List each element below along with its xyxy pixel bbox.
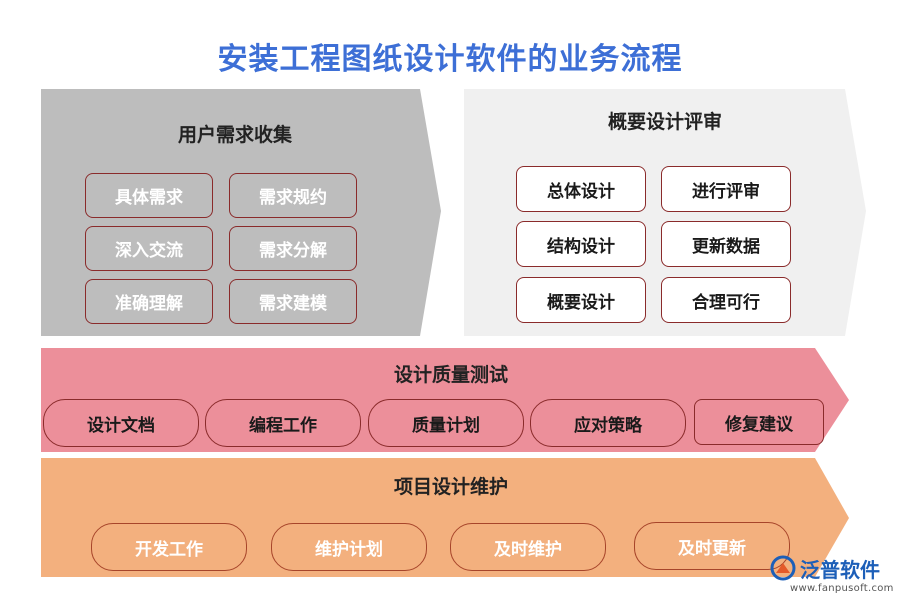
brand-url: www.fanpusoft.com [790, 583, 894, 594]
quality-item: 编程工作 [205, 399, 361, 447]
brand-logo: 泛普软件 [770, 553, 880, 583]
review-item: 进行评审 [661, 166, 791, 212]
quality-item: 设计文档 [43, 399, 199, 447]
review-label: 概要设计评审 [607, 111, 722, 133]
requirement-item: 需求建模 [229, 279, 357, 324]
quality-item: 应对策略 [530, 399, 686, 447]
maintenance-item: 及时更新 [634, 522, 790, 570]
brand-icon [770, 555, 796, 581]
requirement-item: 具体需求 [85, 173, 213, 218]
requirements-label: 用户需求收集 [177, 124, 292, 146]
maintenance-item: 开发工作 [91, 523, 247, 571]
quality-item: 质量计划 [368, 399, 524, 447]
requirement-item: 准确理解 [85, 279, 213, 324]
page-title: 安装工程图纸设计软件的业务流程 [217, 42, 683, 77]
requirement-item: 需求规约 [229, 173, 357, 218]
quality-label: 设计质量测试 [393, 364, 508, 386]
review-item: 更新数据 [661, 221, 791, 267]
review-item: 结构设计 [516, 221, 646, 267]
requirement-item: 深入交流 [85, 226, 213, 271]
maintenance-label: 项目设计维护 [393, 476, 508, 498]
review-item: 概要设计 [516, 277, 646, 323]
review-item: 总体设计 [516, 166, 646, 212]
maintenance-item: 及时维护 [450, 523, 606, 571]
requirement-item: 需求分解 [229, 226, 357, 271]
brand-name: 泛普软件 [800, 557, 880, 582]
quality-item: 修复建议 [694, 399, 824, 445]
maintenance-item: 维护计划 [271, 523, 427, 571]
review-item: 合理可行 [661, 277, 791, 323]
